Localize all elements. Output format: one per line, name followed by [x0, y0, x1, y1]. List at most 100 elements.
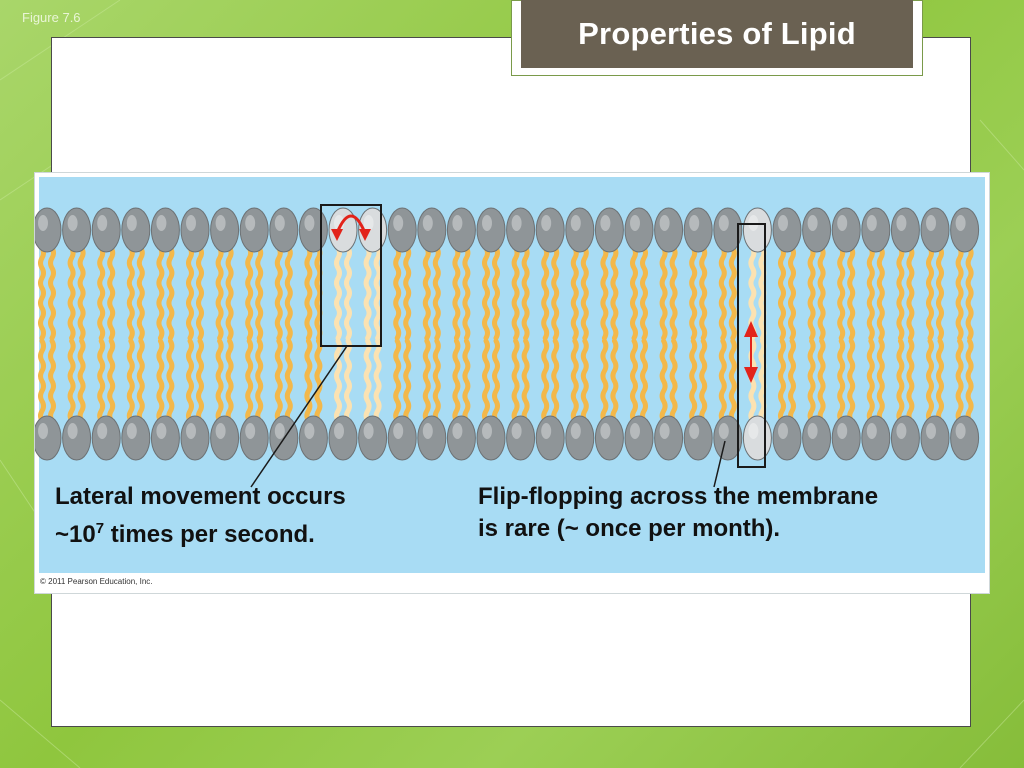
lipid-head-shine	[156, 215, 167, 231]
lipid-tail	[126, 338, 135, 423]
lipid-head	[535, 415, 565, 461]
lipid-head	[624, 415, 654, 461]
lipid-head-shine	[689, 215, 700, 231]
lipid-tail	[166, 245, 175, 341]
lipid-head-shine	[600, 423, 611, 439]
lipid-tail	[422, 338, 431, 423]
lipid-head	[328, 207, 358, 253]
lipid-head	[920, 415, 950, 461]
lipid-head-shine	[97, 423, 108, 439]
lipid-tail	[807, 245, 816, 341]
lipid-head-shine	[215, 423, 226, 439]
lipid-head-shine	[215, 215, 226, 231]
lipid-head	[831, 415, 861, 461]
lipid-tail	[610, 338, 619, 423]
lipid-head	[890, 415, 920, 461]
lipid-tail	[630, 245, 638, 341]
lipid-head	[624, 207, 654, 253]
lipid-tail	[906, 245, 915, 341]
lipid-tail	[393, 338, 402, 423]
lipid-tail	[38, 338, 46, 423]
lipid-head	[476, 415, 506, 461]
lipid-tail	[669, 245, 678, 341]
lipid-tail	[77, 338, 86, 423]
lipid-head-shine	[126, 423, 137, 439]
lipid-tail	[67, 245, 76, 341]
lipid-head-shine	[393, 423, 404, 439]
lipid-head-shine	[748, 423, 759, 439]
lateral-movement-box	[320, 204, 382, 347]
lipid-head-shine	[837, 215, 848, 231]
lipid-tail	[97, 245, 106, 341]
lipid-head-shine	[689, 423, 700, 439]
lipid-tail	[482, 245, 490, 341]
lipid-head-shine	[304, 423, 315, 439]
lipid-head	[742, 207, 772, 253]
lipid-head-shine	[926, 215, 936, 231]
lipid-tail	[373, 338, 382, 423]
lipid-head	[890, 207, 920, 253]
lipid-tail	[432, 338, 441, 423]
lipid-head-shine	[482, 215, 492, 231]
lipid-tail	[876, 245, 885, 341]
lipid-tail	[511, 245, 520, 341]
lipid-head-shine	[422, 215, 433, 231]
lipid-tail	[48, 338, 56, 423]
lipid-head	[150, 415, 180, 461]
lipid-tail	[462, 338, 471, 423]
lipid-head-shine	[304, 215, 315, 231]
lipid-tail	[699, 338, 708, 423]
lipid-head	[594, 207, 624, 253]
lipid-head	[62, 415, 92, 461]
lipid-head	[654, 207, 684, 253]
lateral-movement-caption: Lateral movement occurs ~107 times per s…	[55, 481, 346, 551]
lipid-tail	[926, 338, 934, 423]
lipid-head	[387, 207, 417, 253]
lipid-tail	[788, 338, 796, 423]
lipid-head-shine	[274, 423, 285, 439]
lipid-tail	[255, 338, 264, 423]
lipid-head	[683, 207, 713, 253]
lipid-head-shine	[866, 423, 877, 439]
lipid-head	[269, 207, 299, 253]
lateral-arrowhead-right	[359, 229, 371, 241]
lipid-tail	[580, 245, 589, 341]
lipid-tail	[551, 338, 560, 423]
lipid-tail	[778, 338, 786, 423]
lipid-tail	[334, 245, 342, 341]
lipid-head-shine	[570, 215, 581, 231]
lipid-head-shine	[955, 423, 966, 439]
lipid-tail	[906, 338, 915, 423]
flip-flop-arrowhead-down	[744, 367, 758, 383]
lipid-head-shine	[896, 423, 907, 439]
lipid-tails	[38, 245, 974, 423]
lipid-tail	[640, 245, 648, 341]
lipid-tail	[126, 245, 135, 341]
lipid-head	[565, 207, 595, 253]
lipid-head	[180, 415, 210, 461]
flip-flop-leader-line	[713, 440, 726, 488]
lipid-tail	[492, 338, 500, 423]
lipid-tail	[640, 338, 648, 423]
lipid-head	[920, 207, 950, 253]
flip-flop-caption: Flip-flopping across the membrane is rar…	[478, 481, 878, 545]
lipid-tail	[344, 338, 352, 423]
lipid-head-shine	[896, 215, 907, 231]
lipid-tail	[225, 245, 234, 341]
lipid-tail	[67, 338, 76, 423]
lateral-rate-suffix: times per second.	[104, 521, 315, 548]
lipid-head-shine	[334, 215, 344, 231]
lipid-head-shine	[778, 423, 788, 439]
lipid-tail	[373, 245, 382, 341]
lipid-head	[802, 415, 832, 461]
lipid-tail	[866, 245, 875, 341]
lipid-head	[387, 415, 417, 461]
lipid-tail	[452, 245, 461, 341]
lipid-tail	[926, 245, 934, 341]
lipid-head	[446, 207, 476, 253]
lipid-tail	[196, 338, 204, 423]
lipid-head	[476, 207, 506, 253]
lipid-tail	[314, 245, 323, 341]
lipid-head	[802, 207, 832, 253]
lipid-tail	[837, 338, 846, 423]
